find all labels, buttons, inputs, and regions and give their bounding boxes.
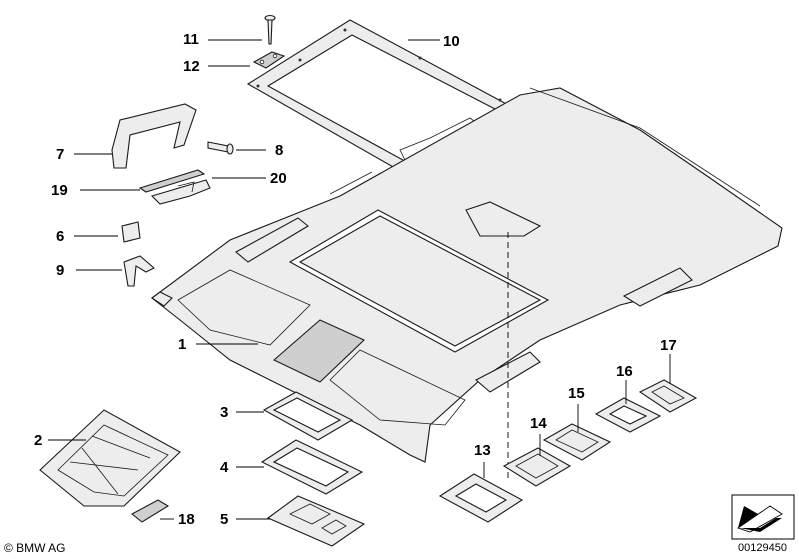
callout-11: 11 bbox=[183, 31, 199, 48]
callout-20: 20 bbox=[270, 170, 287, 187]
part-2-console bbox=[39, 409, 181, 507]
callout-13: 13 bbox=[474, 442, 491, 459]
callout-9: 9 bbox=[56, 262, 65, 279]
callout-15: 15 bbox=[568, 385, 585, 402]
callout-19: 19 bbox=[51, 182, 68, 199]
part-13-trim bbox=[438, 473, 524, 523]
part-15-housing bbox=[542, 423, 612, 461]
callout-7: 7 bbox=[56, 146, 65, 163]
part-8-pin bbox=[207, 141, 234, 155]
diagram-number: 00129450 bbox=[738, 542, 787, 554]
part-3-frame bbox=[262, 391, 354, 441]
callout-5: 5 bbox=[220, 511, 229, 528]
callout-2: 2 bbox=[34, 432, 43, 449]
part-1-headliner bbox=[151, 87, 783, 463]
callout-18: 18 bbox=[178, 511, 195, 528]
callout-4: 4 bbox=[220, 459, 229, 476]
part-20-bracket bbox=[150, 179, 211, 205]
callout-6: 6 bbox=[56, 228, 65, 245]
part-16-trim bbox=[594, 397, 662, 433]
part-18-switch bbox=[131, 499, 170, 523]
callout-16: 16 bbox=[616, 363, 633, 380]
part-12-bracket bbox=[252, 51, 286, 69]
callout-3: 3 bbox=[220, 404, 229, 421]
copyright-label: © BMW AG bbox=[4, 541, 66, 555]
part-4-frame bbox=[260, 439, 364, 495]
part-14-housing bbox=[502, 447, 572, 487]
callout-10: 10 bbox=[443, 33, 460, 50]
callout-8: 8 bbox=[275, 142, 284, 159]
callout-1: 1 bbox=[178, 336, 187, 353]
callout-14: 14 bbox=[530, 415, 547, 432]
part-5-light bbox=[266, 495, 366, 547]
callout-17: 17 bbox=[660, 337, 677, 354]
part-11-screw bbox=[264, 14, 276, 45]
part-17-trim bbox=[638, 379, 698, 413]
leader-lines bbox=[48, 39, 671, 520]
part-7-grab-handle bbox=[111, 103, 197, 169]
orientation-arrow-box bbox=[731, 494, 795, 540]
part-6-cover bbox=[121, 221, 141, 243]
part-9-clip bbox=[123, 255, 155, 287]
part-19-clip bbox=[138, 169, 206, 193]
callout-12: 12 bbox=[183, 58, 200, 75]
